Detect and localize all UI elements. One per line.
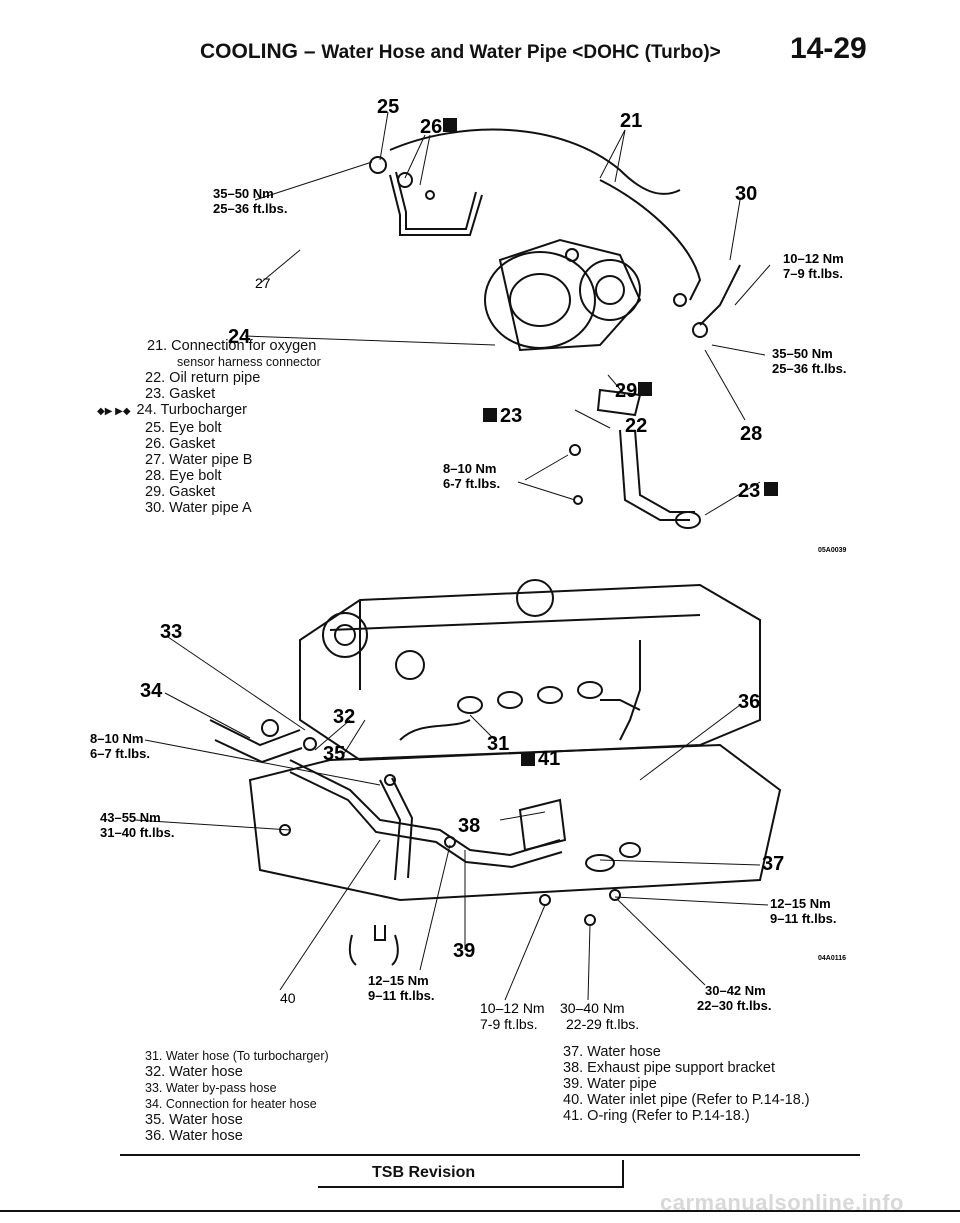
callout-41: 41 [538, 748, 560, 770]
engine-water-hose-diagram: 33 34 32 35 31 41 36 38 37 39 40 8–10 Nm… [90, 579, 846, 1032]
callout-21: 21 [620, 110, 642, 132]
page-title: COOLING – Water Hose and Water Pipe <DOH… [200, 40, 721, 64]
new-part-marker-icon [764, 482, 778, 496]
callout-23b: 23 [738, 480, 760, 502]
callout-39: 39 [453, 940, 475, 962]
callout-31: 31 [487, 733, 509, 755]
legend-item: 37. Water hose [563, 1044, 661, 1060]
callout-28: 28 [740, 423, 762, 445]
torque-ftlbs: 7-9 ft.lbs. [480, 1016, 538, 1032]
legend-item: 40. Water inlet pipe (Refer to P.14-18.) [563, 1092, 810, 1108]
footer-divider [120, 1154, 860, 1156]
legend-item: 35. Water hose [145, 1112, 243, 1128]
torque-nm: 35–50 Nm [213, 186, 274, 201]
service-point-marker-icon: ◆▶ ▶◆ [97, 406, 131, 417]
tsb-revision-box [318, 1160, 624, 1188]
legend-item: 30. Water pipe A [145, 500, 252, 516]
callout-33: 33 [160, 621, 182, 643]
torque-nm: 35–50 Nm [772, 346, 833, 361]
torque-ftlbs: 7–9 ft.lbs. [783, 266, 843, 281]
torque-nm: 30–40 Nm [560, 1000, 625, 1016]
legend-item: 33. Water by-pass hose [145, 1081, 277, 1095]
legend-item: 22. Oil return pipe [145, 370, 261, 386]
callout-37: 37 [762, 853, 784, 875]
figure-code: 05A0039 [818, 547, 847, 554]
callout-26: 26 [420, 116, 442, 138]
legend-item: 34. Connection for heater hose [145, 1097, 317, 1111]
callout-22: 22 [625, 415, 647, 437]
callout-23: 23 [500, 405, 522, 427]
figure-code: 04A0116 [818, 955, 846, 962]
legend-item: 23. Gasket [145, 386, 216, 402]
page-number: 14-29 [790, 32, 867, 65]
torque-ftlbs: 25–36 ft.lbs. [772, 361, 846, 376]
torque-nm: 12–15 Nm [770, 896, 831, 911]
legend-item: 32. Water hose [145, 1064, 243, 1080]
callout-36: 36 [738, 691, 760, 713]
torque-ftlbs: 22-29 ft.lbs. [566, 1016, 639, 1032]
callout-40: 40 [280, 990, 296, 1006]
torque-ftlbs: 22–30 ft.lbs. [697, 998, 771, 1013]
legend-item: 28. Eye bolt [145, 468, 222, 484]
legend-item: 29. Gasket [145, 484, 216, 500]
title-dash: – [303, 40, 316, 63]
new-part-marker-icon [638, 382, 652, 396]
legend-item: 38. Exhaust pipe support bracket [563, 1060, 775, 1076]
callout-35: 35 [323, 743, 345, 765]
torque-nm: 30–42 Nm [705, 983, 766, 998]
section-subtitle: Water Hose and Water Pipe <DOHC (Turbo)> [321, 42, 721, 63]
legend-item: sensor harness connector [177, 355, 321, 369]
site-watermark: carmanualsonline.info [660, 1190, 904, 1215]
legend-item: 21. Connection for oxygen [147, 338, 317, 354]
torque-nm: 43–55 Nm [100, 810, 161, 825]
bottom-divider [0, 1210, 960, 1212]
callout-24: 24 [228, 326, 251, 348]
legend-hoses-right: 37. Water hose 38. Exhaust pipe support … [563, 1044, 810, 1124]
legend-hoses-left: 31. Water hose (To turbocharger) 32. Wat… [145, 1048, 329, 1144]
torque-nm: 10–12 Nm [480, 1000, 545, 1016]
section-name: COOLING [200, 40, 298, 63]
legend-item: 26. Gasket [145, 436, 216, 452]
legend-item: 39. Water pipe [563, 1076, 657, 1092]
callout-38: 38 [458, 815, 480, 837]
legend-item: 25. Eye bolt [145, 420, 222, 436]
page-header: COOLING – Water Hose and Water Pipe <DOH… [0, 0, 960, 80]
torque-nm: 10–12 Nm [783, 251, 844, 266]
legend-item: 31. Water hose (To turbocharger) [145, 1049, 329, 1063]
legend-item: 41. O-ring (Refer to P.14-18.) [563, 1108, 750, 1124]
new-part-marker-icon [443, 118, 457, 132]
torque-ftlbs: 9–11 ft.lbs. [368, 988, 434, 1003]
legend-item: 27. Water pipe B [145, 452, 253, 468]
new-part-marker-icon [483, 408, 497, 422]
callout-30: 30 [735, 183, 757, 205]
torque-nm: 8–10 Nm [90, 731, 143, 746]
legend-item: 36. Water hose [145, 1128, 243, 1144]
turbo-water-pipe-diagram: 25 26 21 30 27 24 29 23 22 28 23 35–50 N… [213, 96, 847, 554]
torque-ftlbs: 25–36 ft.lbs. [213, 201, 287, 216]
torque-ftlbs: 6–7 ft.lbs. [90, 746, 150, 761]
legend-item: ◆▶ ▶◆24. Turbocharger [97, 402, 247, 418]
torque-ftlbs: 31–40 ft.lbs. [100, 825, 174, 840]
legend-turbo: 21. Connection for oxygen sensor harness… [97, 338, 321, 516]
callout-29: 29 [615, 380, 637, 402]
new-part-marker-icon [521, 752, 535, 766]
callout-27: 27 [255, 275, 271, 291]
torque-nm: 12–15 Nm [368, 973, 429, 988]
torque-nm: 8–10 Nm [443, 461, 496, 476]
torque-ftlbs: 6-7 ft.lbs. [443, 476, 500, 491]
tsb-revision-label: TSB Revision [372, 1164, 476, 1181]
torque-ftlbs: 9–11 ft.lbs. [770, 911, 836, 926]
callout-32: 32 [333, 706, 355, 728]
callout-34: 34 [140, 680, 163, 702]
callout-25: 25 [377, 96, 399, 118]
